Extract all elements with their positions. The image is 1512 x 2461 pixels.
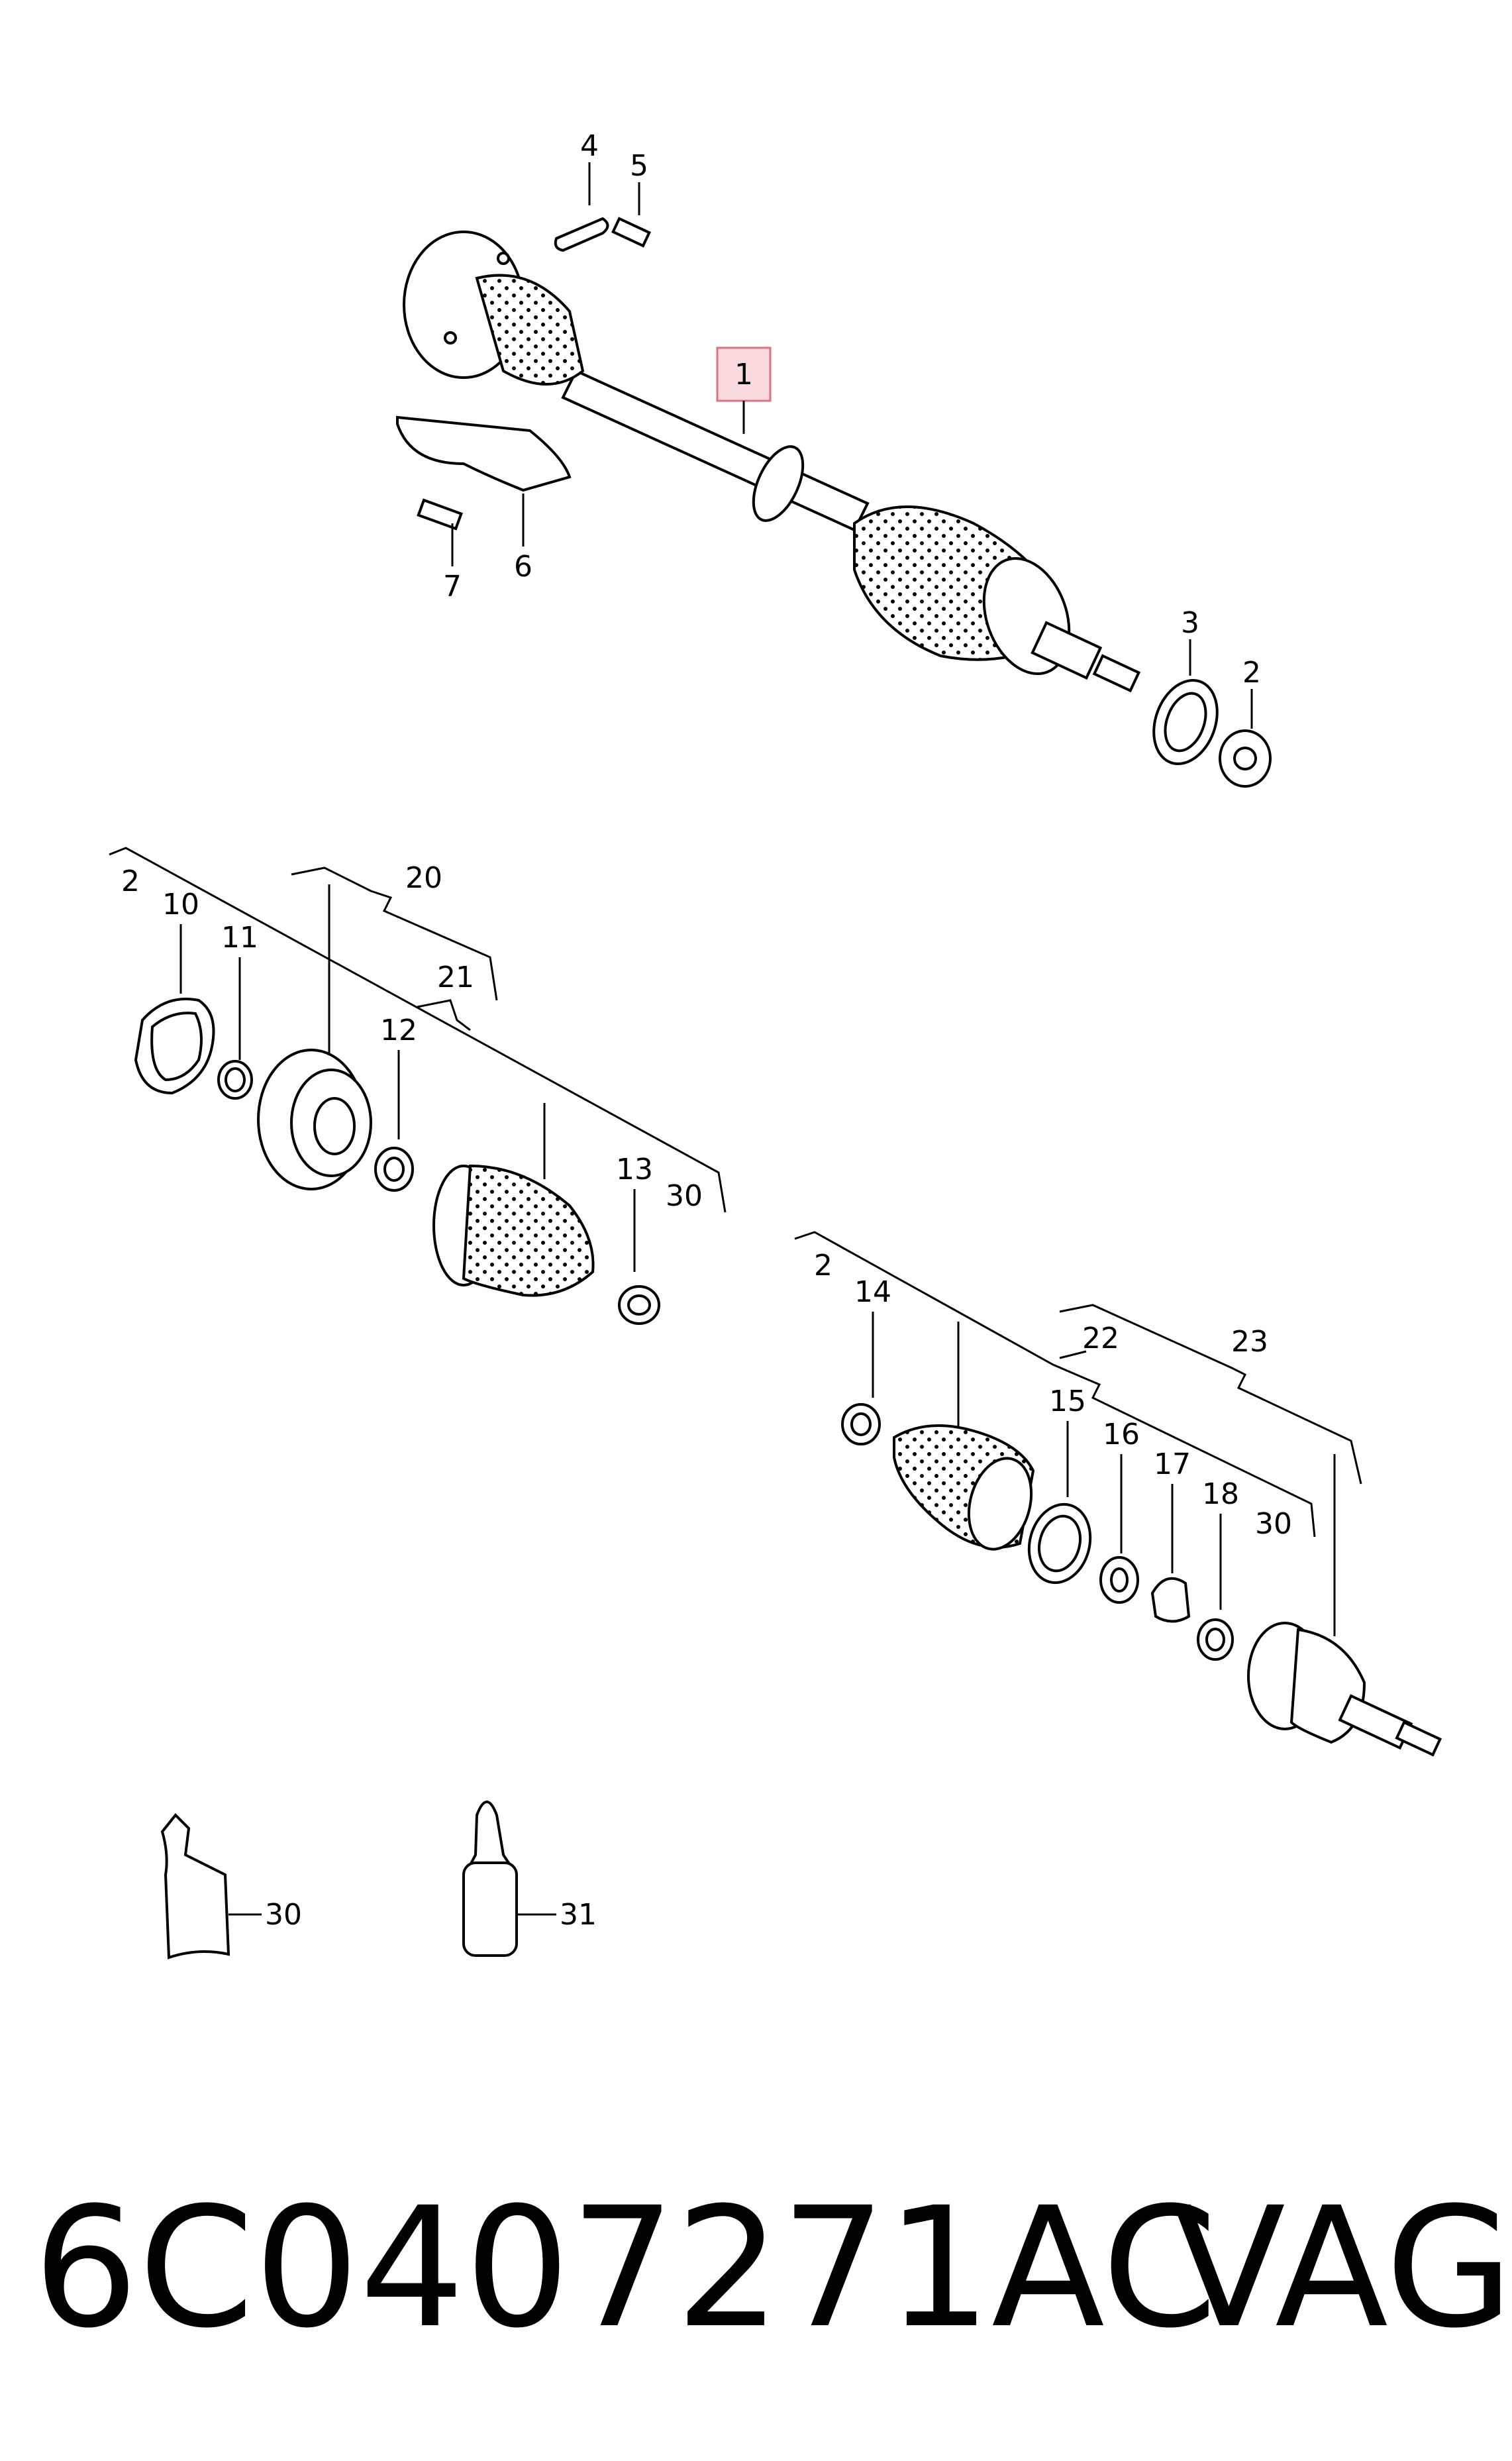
part-11-circlip bbox=[217, 1060, 253, 1100]
callout-22[interactable]: 22 bbox=[1082, 1322, 1119, 1355]
callout-12[interactable]: 12 bbox=[380, 1014, 417, 1047]
consumables: 30 31 bbox=[160, 1801, 597, 1960]
part-joint-boot bbox=[462, 1164, 595, 1297]
shaft-spline bbox=[1031, 621, 1103, 680]
callout-31[interactable]: 31 bbox=[560, 1898, 597, 1932]
callout-2c[interactable]: 2 bbox=[814, 1249, 832, 1283]
callout-3[interactable]: 3 bbox=[1181, 606, 1199, 640]
part-10-gasket bbox=[134, 998, 215, 1095]
callout-7[interactable]: 7 bbox=[443, 570, 462, 603]
callout-5[interactable]: 5 bbox=[630, 149, 648, 183]
callout-2[interactable]: 2 bbox=[1242, 656, 1261, 690]
callout-30a[interactable]: 30 bbox=[666, 1179, 703, 1213]
callout-13[interactable]: 13 bbox=[616, 1153, 653, 1186]
part-14-clamp bbox=[841, 1403, 881, 1445]
callout-1[interactable]: 1 bbox=[734, 358, 753, 392]
part-number: 6C0407271AC bbox=[33, 2172, 1217, 2364]
bracket-2 bbox=[109, 847, 727, 1213]
part-3-ring bbox=[1152, 679, 1219, 765]
bracket-21 bbox=[417, 999, 471, 1031]
inner-joint-kit: 2 10 11 20 21 12 13 30 bbox=[109, 847, 727, 1325]
part-31-nozzle bbox=[468, 1801, 513, 1866]
callout-11[interactable]: 11 bbox=[221, 921, 258, 955]
part-6-heat-shield bbox=[396, 415, 572, 492]
callout-30b[interactable]: 30 bbox=[1255, 1507, 1292, 1541]
part-4-clip bbox=[554, 217, 609, 252]
bracket-23 bbox=[1059, 1304, 1362, 1485]
outer-joint-boot bbox=[475, 274, 585, 386]
shaft-damper bbox=[752, 445, 805, 522]
bracket-2c bbox=[794, 1231, 1316, 1538]
callout-14[interactable]: 14 bbox=[854, 1275, 891, 1309]
part-2-nut bbox=[1219, 729, 1272, 788]
outer-joint-kit: 2 14 22 23 15 16 17 18 30 bbox=[794, 1231, 1442, 1757]
part-13-clamp bbox=[618, 1285, 660, 1325]
callout-6[interactable]: 6 bbox=[514, 550, 532, 584]
part-31-sealant-bottle bbox=[462, 1861, 518, 1957]
brand-name: VAG bbox=[1172, 2172, 1512, 2364]
drive-shaft-assembly: 1 4 5 6 7 3 2 bbox=[396, 129, 1272, 788]
callout-18[interactable]: 18 bbox=[1202, 1477, 1239, 1511]
callout-17[interactable]: 17 bbox=[1154, 1447, 1191, 1481]
shaft-bar bbox=[561, 369, 870, 532]
part-15-clamp bbox=[1027, 1502, 1092, 1585]
part-7-bolt bbox=[417, 498, 463, 531]
bracket-20 bbox=[291, 866, 498, 1001]
part-16-washer bbox=[1099, 1556, 1139, 1604]
part-12-washer bbox=[374, 1147, 414, 1192]
part-5-bolt bbox=[611, 217, 651, 248]
callout-21[interactable]: 21 bbox=[437, 961, 474, 994]
callout-10[interactable]: 10 bbox=[162, 888, 199, 921]
callout-15[interactable]: 15 bbox=[1049, 1385, 1086, 1418]
callout-2b[interactable]: 2 bbox=[121, 864, 140, 898]
callout-30c[interactable]: 30 bbox=[265, 1898, 302, 1932]
callout-16[interactable]: 16 bbox=[1103, 1418, 1140, 1451]
part-30-grease-tube bbox=[160, 1813, 230, 1960]
callout-23[interactable]: 23 bbox=[1231, 1325, 1268, 1359]
callout-4[interactable]: 4 bbox=[580, 129, 599, 163]
part-17-cone bbox=[1150, 1577, 1191, 1623]
callout-20[interactable]: 20 bbox=[405, 861, 442, 895]
part-18-circlip bbox=[1197, 1618, 1234, 1661]
